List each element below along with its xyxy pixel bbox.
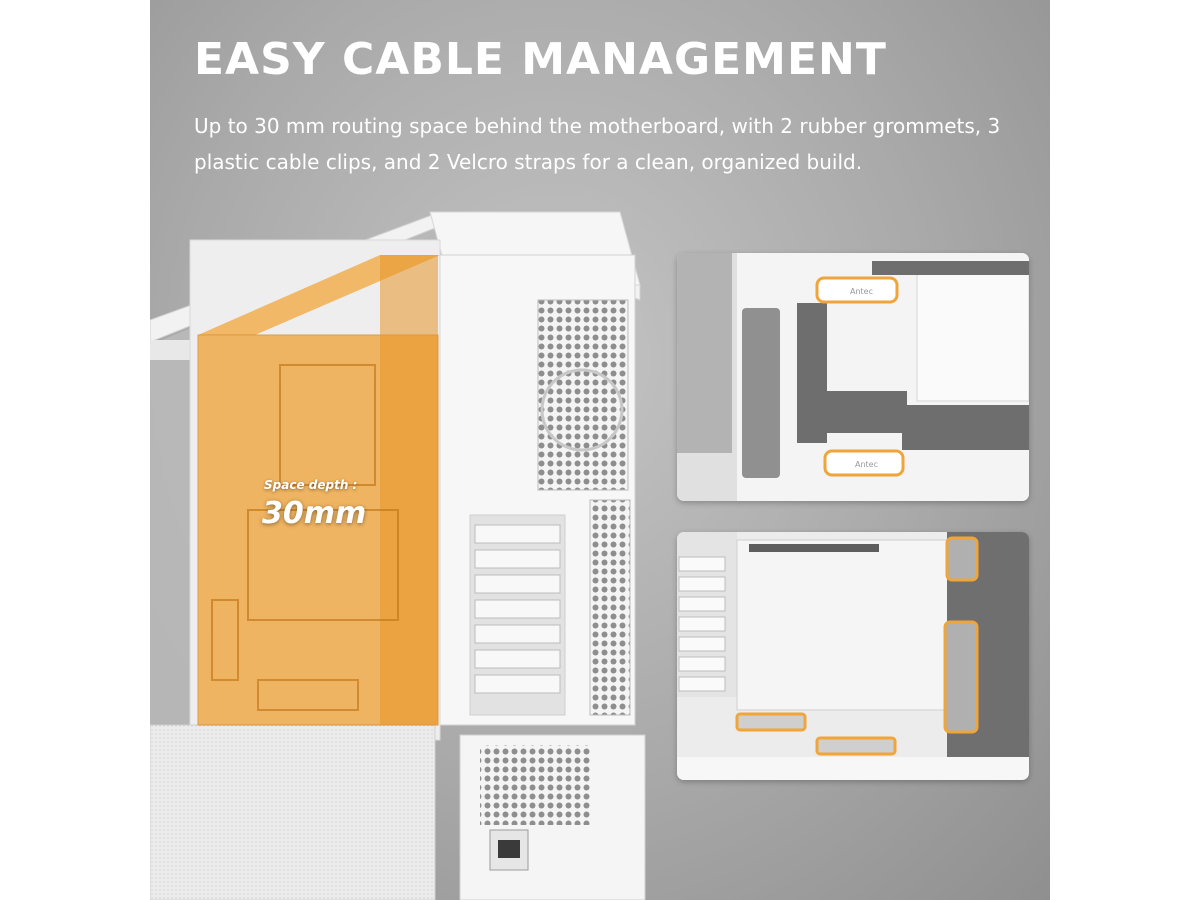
subtitle: Up to 30 mm routing space behind the mot… [194,114,1001,174]
space-depth-value: 30mm [262,496,367,531]
velcro-strap-2 [815,736,897,756]
routing-cutout-2 [827,391,907,433]
cable-clips-inset: Antec Antec [677,253,1029,501]
routing-cutout-1 [797,303,827,443]
power-plug [498,840,520,858]
bottom-floor [677,757,1029,780]
cable-clip-top: Antec [815,276,899,304]
pc-case-illustration [150,211,646,900]
fan [540,368,624,452]
clip-brand-top: Antec [850,287,873,296]
top-rail-inset [749,544,879,552]
tray-plate [736,539,953,711]
headline: EASY CABLE MANAGEMENT [194,34,887,85]
rear-grille [589,499,631,716]
left-glass [677,253,732,453]
cable-space-top [198,255,440,335]
inset-pcie-slots [678,556,726,692]
cable-clip-bottom: Antec [823,449,905,477]
routing-cutout-3 [902,405,1029,450]
pcie-slots [474,524,561,694]
psu-grille [480,745,590,825]
space-depth-label: Space depth : [264,478,358,492]
top-bar [872,261,1029,275]
cable-space-side [380,255,438,725]
grommets-inset [677,532,1029,780]
grommet-top [945,536,979,582]
product-banner: EASY CABLE MANAGEMENT Up to 30 mm routin… [150,0,1050,900]
glass-edge [150,340,194,360]
grommet-left [742,308,780,478]
velcro-strap-1 [735,712,807,732]
front-mesh [150,724,436,900]
fan-grille [537,299,629,491]
board-plate [916,272,1029,402]
clip-brand-bottom: Antec [855,460,878,469]
grommet-side [943,620,979,734]
backplate-details [211,364,399,711]
